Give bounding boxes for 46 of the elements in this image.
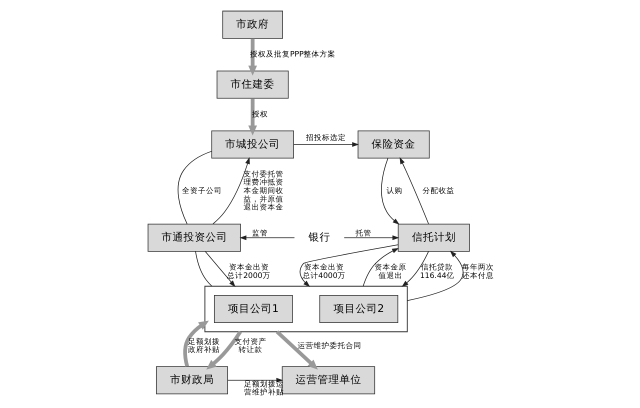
arrow bbox=[248, 98, 257, 136]
node-box: 信托计划 bbox=[397, 224, 470, 252]
edge-label: 授权及批复PPP整体方案 bbox=[249, 50, 336, 59]
edge-label: 资本金出资总计2000万 bbox=[226, 262, 270, 280]
cluster bbox=[204, 286, 408, 332]
node-box: 市财政局 bbox=[156, 366, 228, 394]
edge-label: 信托贷款116.44亿 bbox=[419, 262, 454, 280]
node-box: 市通投资公司 bbox=[147, 224, 240, 252]
connector bbox=[194, 251, 212, 287]
arrow bbox=[299, 244, 398, 288]
arrow bbox=[182, 320, 208, 367]
edge-label: 运营维护委托合同 bbox=[297, 341, 362, 350]
edge-label: 资本金出资总计4000万 bbox=[302, 262, 346, 280]
node-box: 市住建委 bbox=[216, 70, 288, 99]
edge-label: 支付资产转让款 bbox=[234, 336, 266, 354]
node-box: 项目公司1 bbox=[213, 294, 292, 324]
node-box: 保险资金 bbox=[357, 130, 430, 159]
arrow bbox=[204, 251, 236, 288]
node-box: 市城投公司 bbox=[210, 130, 294, 159]
arrow bbox=[239, 235, 294, 240]
edge-label: 分配收益 bbox=[422, 186, 454, 196]
arrow bbox=[399, 157, 428, 224]
arrow bbox=[248, 38, 257, 76]
arrow bbox=[212, 157, 250, 224]
node-box: 市政府 bbox=[222, 10, 282, 39]
edge-label: 招投标选定 bbox=[305, 132, 346, 142]
edge-label: 全资子公司 bbox=[182, 186, 222, 196]
arrow bbox=[275, 330, 318, 370]
edge-label: 监管 bbox=[252, 228, 268, 238]
arrow bbox=[380, 158, 400, 225]
edge-label: 支付委托管理费冲抵资本金期间收益，并原值退出资本金 bbox=[243, 169, 284, 212]
node-text: 银行 bbox=[308, 230, 330, 244]
arrow bbox=[206, 330, 242, 370]
node-box: 项目公司2 bbox=[318, 294, 398, 324]
arrow bbox=[292, 142, 358, 147]
arrow bbox=[343, 235, 399, 240]
edge-label: 认购 bbox=[386, 186, 402, 196]
edge-label: 足额划拨政府补贴 bbox=[188, 336, 220, 354]
edge-label: 托管 bbox=[354, 228, 371, 238]
edge-label: 授权 bbox=[252, 109, 268, 118]
arrow bbox=[362, 248, 398, 287]
arrow bbox=[406, 250, 463, 301]
arrow bbox=[401, 251, 428, 287]
edge-label: 每年两次还本付息 bbox=[461, 262, 494, 280]
connector bbox=[177, 150, 212, 224]
edge-label: 资本金原值退出 bbox=[374, 262, 406, 280]
